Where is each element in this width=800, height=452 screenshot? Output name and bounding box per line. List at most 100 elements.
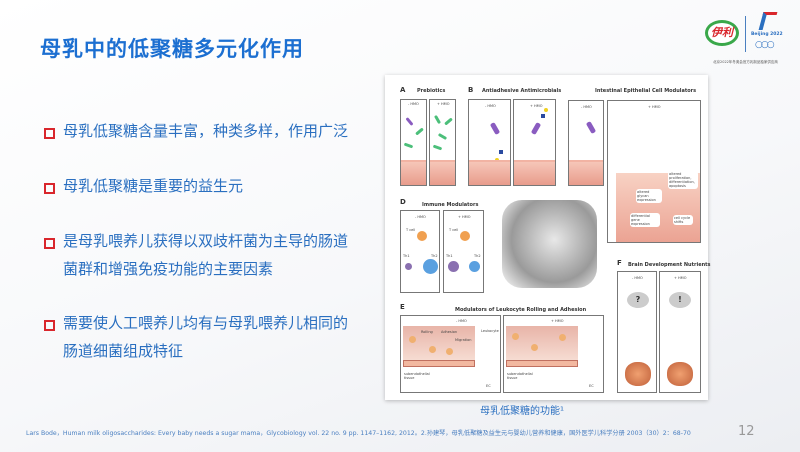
label: Th2 bbox=[474, 254, 481, 258]
label: Th1 bbox=[403, 254, 410, 258]
panel-b-minus: - HMO bbox=[468, 99, 511, 186]
brain-icon bbox=[625, 362, 651, 386]
panel-b-plus: + HMO bbox=[513, 99, 556, 186]
label: subendothelial tissue bbox=[507, 372, 533, 380]
beijing-2022-emblem: Beijing 2022 ○○○ bbox=[751, 12, 787, 56]
bacteria bbox=[530, 122, 542, 135]
page-number: 12 bbox=[738, 424, 755, 439]
label: T cell bbox=[406, 228, 416, 232]
bullet-square-icon bbox=[44, 183, 55, 194]
th1-cell bbox=[448, 261, 459, 272]
bullet-2: 母乳低聚糖是重要的益生元 bbox=[44, 177, 243, 200]
bullet-4: 需要使人工喂养儿均有与母乳喂养儿相同的肠道细菌组成特征 bbox=[44, 314, 348, 365]
panel-f-title: Brain Development Nutrients bbox=[628, 262, 711, 268]
label: T cell bbox=[449, 228, 459, 232]
panel-d-label: D bbox=[400, 198, 406, 206]
olympic-text: Beijing 2022 bbox=[751, 32, 783, 37]
bullet-square-icon bbox=[44, 238, 55, 249]
sponsor-logo: 伊利 Beijing 2022 ○○○ 北京2022年冬奥会官方乳制品独家供应商 bbox=[705, 10, 790, 70]
panel-f-label: F bbox=[617, 259, 622, 267]
label: + HMO bbox=[674, 276, 687, 280]
divider bbox=[745, 16, 746, 52]
reference-footer: Lars Bode，Human milk oligosaccharides: E… bbox=[26, 430, 691, 437]
panel-a-minus: - HMO bbox=[400, 99, 427, 186]
leukocyte bbox=[559, 334, 566, 341]
label: EC bbox=[486, 384, 491, 388]
label: + HMO bbox=[437, 102, 450, 106]
olympic-rings-icon: ○○○ bbox=[755, 40, 775, 50]
epithelium bbox=[430, 159, 455, 185]
endothelium bbox=[403, 360, 475, 367]
label: - HMO bbox=[415, 215, 426, 219]
brain-icon bbox=[667, 362, 693, 386]
panel-f-plus: + HMO ! bbox=[659, 271, 701, 393]
vessel bbox=[403, 326, 475, 360]
epithelium bbox=[401, 159, 426, 185]
leukocyte bbox=[429, 346, 436, 353]
label: Adhesion bbox=[441, 330, 458, 334]
label: - HMO bbox=[581, 105, 592, 109]
thought-cloud: ! bbox=[669, 292, 691, 308]
label: + HMO bbox=[648, 105, 661, 109]
label: EC bbox=[589, 384, 594, 388]
panel-a-label: A bbox=[400, 86, 406, 94]
leukocyte bbox=[531, 344, 538, 351]
panel-d-minus: - HMO T cell Th1 Th2 bbox=[400, 210, 440, 293]
epithelium bbox=[469, 159, 510, 185]
panel-b-title: Antiadhesive Antimicrobials bbox=[482, 88, 562, 94]
panel-a-title: Prebiotics bbox=[417, 88, 446, 94]
glycan bbox=[544, 108, 548, 112]
bacteria bbox=[444, 117, 453, 126]
bullet-text: 需要使人工喂养儿均有与母乳喂养儿相同的 bbox=[63, 314, 349, 332]
label: + HMO bbox=[458, 215, 471, 219]
endothelium bbox=[506, 360, 578, 367]
epithelium bbox=[569, 159, 603, 185]
bullet-square-icon bbox=[44, 320, 55, 331]
bullet-text: 母乳低聚糖是重要的益生元 bbox=[63, 177, 244, 195]
bullet-3: 是母乳喂养儿获得以双歧杆菌为主导的肠道菌群和增强免疫功能的主要因素 bbox=[44, 232, 348, 283]
panel-d-title: Immune Modulators bbox=[422, 202, 479, 208]
bacteria bbox=[489, 122, 501, 135]
panel-e-title: Modulators of Leukocyte Rolling and Adhe… bbox=[455, 307, 587, 313]
panel-e-label: E bbox=[400, 303, 405, 311]
bullet-text: 肠道细菌组成特征 bbox=[63, 342, 184, 360]
label: Migration bbox=[455, 338, 472, 342]
label: subendothelial tissue bbox=[404, 372, 430, 380]
note: altered proliferation, differentiation, … bbox=[668, 171, 698, 189]
label: - HMO bbox=[408, 102, 419, 106]
th2-cell bbox=[469, 261, 480, 272]
bullet-text: 是母乳喂养儿获得以双歧杆菌为主导的肠道 bbox=[63, 232, 349, 250]
panel-f-minus: - HMO ? bbox=[617, 271, 657, 393]
note: cell cycle shifts bbox=[673, 215, 693, 225]
glycan bbox=[499, 150, 503, 154]
panel-e-minus: - HMO Rolling Adhesion Migration Leukocy… bbox=[400, 315, 501, 393]
bullet-square-icon bbox=[44, 128, 55, 139]
label: - HMO bbox=[485, 104, 496, 108]
th2-cell bbox=[423, 259, 438, 274]
bacteria bbox=[405, 117, 414, 126]
glycan bbox=[541, 114, 545, 118]
panel-b-label: B bbox=[468, 86, 474, 94]
bacteria bbox=[437, 132, 448, 141]
logo-subtext: 北京2022年冬奥会官方乳制品独家供应商 bbox=[713, 60, 778, 64]
baby-photo bbox=[502, 200, 597, 288]
leukocyte bbox=[409, 336, 416, 343]
label: Leukocyte bbox=[481, 329, 499, 333]
panel-c-plus: + HMO altered proliferation, differentia… bbox=[607, 100, 701, 243]
bullet-text: 菌群和增强免疫功能的主要因素 bbox=[63, 260, 274, 278]
thought-cloud: ? bbox=[627, 292, 649, 308]
leukocyte bbox=[512, 333, 519, 340]
slide-title: 母乳中的低聚糖多元化作用 bbox=[40, 37, 304, 61]
t-cell bbox=[417, 231, 427, 241]
label: Th2 bbox=[431, 254, 438, 258]
panel-a-plus: + HMO bbox=[429, 99, 456, 186]
label: - HMO bbox=[632, 276, 643, 280]
bullet-text: 母乳低聚糖含量丰富，种类多样，作用广泛 bbox=[63, 122, 349, 140]
note: altered glycan expression bbox=[636, 189, 662, 203]
label: Rolling bbox=[421, 330, 433, 334]
figure-caption: 母乳低聚糖的功能¹ bbox=[480, 406, 565, 417]
panel-c-title: Intestinal Epithelial Cell Modulators bbox=[595, 88, 697, 94]
hmo-function-figure: A Prebiotics - HMO + HMO B Antiadhesive … bbox=[385, 75, 711, 400]
vessel bbox=[506, 326, 578, 360]
label: - HMO bbox=[456, 319, 467, 323]
